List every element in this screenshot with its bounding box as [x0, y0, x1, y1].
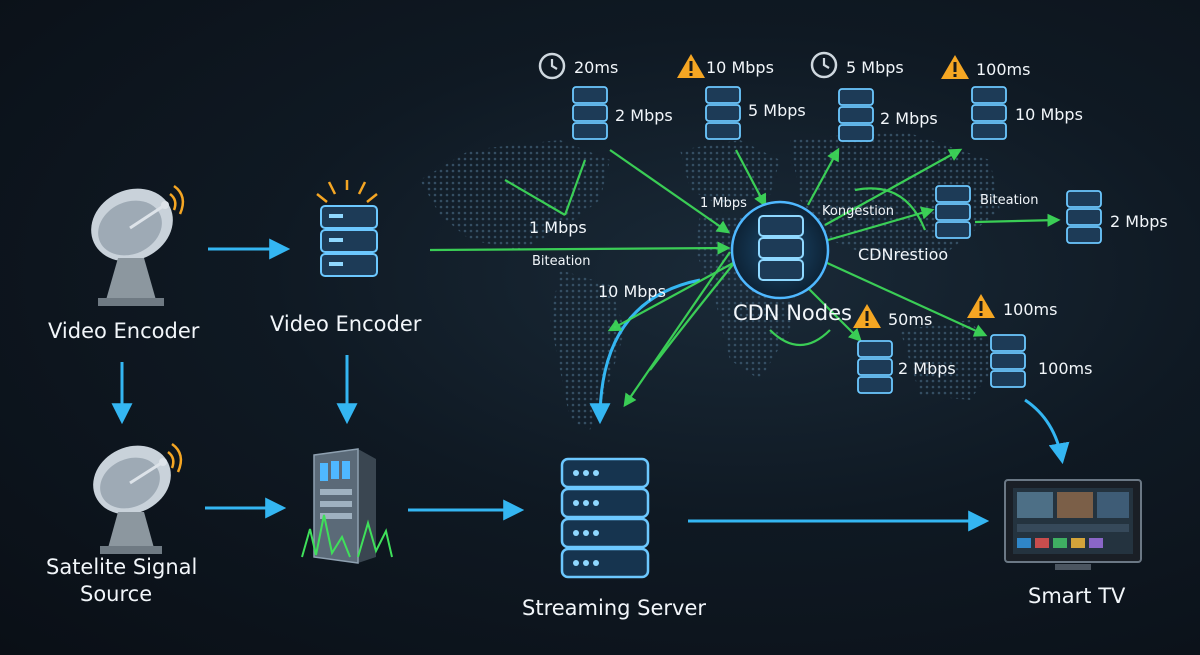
metric-mid-3: 10 Mbps	[598, 282, 666, 301]
server-icon	[572, 86, 608, 140]
server-icon	[935, 185, 971, 239]
warning-icon	[852, 302, 882, 334]
cdn-node-6	[1066, 190, 1102, 250]
metric-top-1: 20ms	[574, 58, 619, 77]
metric-node-1: 2 Mbps	[615, 106, 673, 125]
server-icon	[758, 215, 804, 281]
smart-tv-label: Smart TV	[1028, 584, 1126, 608]
metric-kongestion: Kongestion	[822, 204, 894, 219]
metric-right-1: 2 Mbps	[1110, 212, 1168, 231]
cdn-node-3	[838, 88, 874, 148]
metric-low-2: 100ms	[1038, 359, 1093, 378]
metric-top-3: 5 Mbps	[846, 58, 904, 77]
metric-top-4: 100ms	[976, 60, 1031, 79]
continent-south-america	[550, 270, 625, 430]
arrow-cdn-to-server	[589, 278, 701, 425]
cdn-hub-label: CDN Nodes	[733, 301, 852, 325]
metric-biteation-2: Biteation	[980, 193, 1039, 208]
metric-node-4: 10 Mbps	[1015, 105, 1083, 124]
streaming-server-node	[550, 455, 660, 589]
server-icon	[301, 448, 393, 564]
continent-north-america	[420, 140, 610, 250]
cdn-node-4	[971, 86, 1007, 146]
server-icon	[316, 180, 378, 277]
server-icon	[705, 86, 741, 140]
metric-cdnrestioo: CDNrestioo	[858, 245, 949, 264]
metric-biteation-1: Biteation	[532, 254, 591, 269]
metric-warn-100: 100ms	[1003, 300, 1058, 319]
cdn-node-5	[935, 185, 971, 245]
clock-icon	[538, 52, 566, 84]
dish-top-label: Video Encoder	[48, 319, 200, 343]
dish-bottom-label-line2: Source	[80, 582, 153, 606]
server-icon	[1066, 190, 1102, 244]
continent-australia	[900, 320, 1000, 400]
cdn-links	[429, 147, 1061, 408]
smart-tv	[1003, 478, 1145, 578]
metric-node-2: 5 Mbps	[748, 101, 806, 120]
warning-icon	[940, 53, 970, 85]
video-encoder-node	[305, 180, 389, 294]
satellite-dish-icon	[93, 442, 183, 554]
cdn-node-1	[572, 86, 608, 146]
cdn-node-2	[705, 86, 741, 146]
pipeline-arrows	[111, 238, 1070, 532]
metric-mid-1: 1 Mbps	[529, 218, 587, 237]
server-icon	[971, 86, 1007, 140]
ingest-rack	[298, 445, 398, 569]
server-icon	[838, 88, 874, 142]
continent-europe	[680, 140, 780, 205]
metric-top-2: 10 Mbps	[706, 58, 774, 77]
dish-bottom-label-line1: Satelite Signal	[46, 555, 198, 579]
arrow-cdn-to-tv	[1024, 398, 1070, 465]
server-icon	[990, 334, 1026, 388]
satellite-dish-bottom	[70, 430, 190, 564]
cdn-hub-server	[757, 214, 805, 288]
metric-warn-50: 50ms	[888, 310, 933, 329]
clock-icon	[810, 51, 838, 83]
metric-low-1: 2 Mbps	[898, 359, 956, 378]
streaming-server-label: Streaming Server	[522, 596, 706, 620]
metric-node-3: 2 Mbps	[880, 109, 938, 128]
warning-icon	[966, 292, 996, 324]
warning-icon	[676, 52, 706, 84]
server-icon	[560, 457, 650, 579]
satellite-dish-icon	[91, 184, 185, 306]
smart-tv-icon	[1004, 479, 1142, 570]
cdn-node-7	[857, 340, 893, 400]
satellite-dish-top	[70, 170, 190, 314]
cdn-node-8	[990, 334, 1026, 394]
encoder-label: Video Encoder	[270, 312, 422, 336]
metric-mid-2: 1 Mbps	[700, 196, 747, 211]
server-icon	[857, 340, 893, 394]
